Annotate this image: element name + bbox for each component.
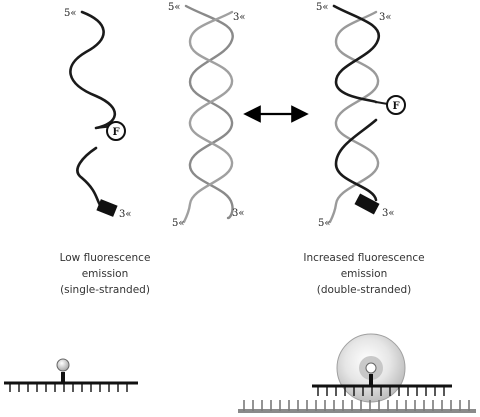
- hybrid-quencher-block: [354, 193, 380, 215]
- target-strand-b: [182, 10, 234, 224]
- probe-strand: [69, 10, 117, 207]
- right-caption: Increased fluorescence emission (double-…: [284, 250, 444, 298]
- hybrid-fluorophore-linker: [375, 101, 389, 105]
- right-caption-line-1: Increased fluorescence: [303, 252, 425, 264]
- bound-probe-base-ticks: [317, 386, 445, 396]
- hybrid-three-prime-top: 3«: [379, 12, 391, 23]
- single-stranded-probe: F 5« 3«: [64, 8, 131, 220]
- three-prime-label: 3«: [119, 209, 131, 220]
- duplex-five-prime-bottom: 5«: [172, 218, 184, 229]
- left-caption-line-3: (single-stranded): [60, 284, 150, 296]
- right-caption-line-2: emission: [340, 268, 388, 280]
- unbound-probe-schematic: [4, 358, 138, 392]
- right-caption-line-3: (double-stranded): [316, 284, 412, 296]
- hybrid-fluorophore-icon: F: [386, 95, 406, 115]
- hybrid-target-strand: [328, 10, 380, 224]
- svg-text:F: F: [112, 127, 119, 138]
- fluorophore-bead-icon: [56, 358, 70, 372]
- duplex-five-prime-top: 5«: [168, 2, 180, 13]
- hybrid-five-prime-top: 5«: [316, 2, 328, 13]
- target-strand-a: [184, 4, 234, 220]
- fluorophore-icon: F: [106, 121, 126, 141]
- hybridized-probe: F 5« 3« 5« 3«: [316, 2, 406, 229]
- hybrid-probe-strand: [332, 4, 381, 202]
- left-caption-line-1: Low fluorescence: [59, 252, 151, 264]
- left-caption: Low fluorescence emission (single-strand…: [30, 250, 180, 298]
- duplex-three-prime-top: 3«: [233, 12, 245, 23]
- left-caption-line-2: emission: [81, 268, 129, 280]
- duplex-three-prime-bottom: 3«: [232, 208, 244, 219]
- five-prime-label: 5«: [64, 8, 76, 19]
- quencher-block: [96, 199, 118, 217]
- hybrid-three-prime-bottom: 3«: [382, 208, 394, 219]
- bound-fluorophore-bead-icon: [365, 362, 377, 374]
- target-duplex: 5« 3« 5« 3«: [168, 2, 245, 229]
- target-base-ticks: [243, 400, 470, 411]
- svg-text:F: F: [392, 101, 399, 112]
- hybrid-five-prime-bottom: 5«: [318, 218, 330, 229]
- probe-base-ticks: [9, 383, 128, 392]
- bound-probe-schematic: [238, 333, 476, 413]
